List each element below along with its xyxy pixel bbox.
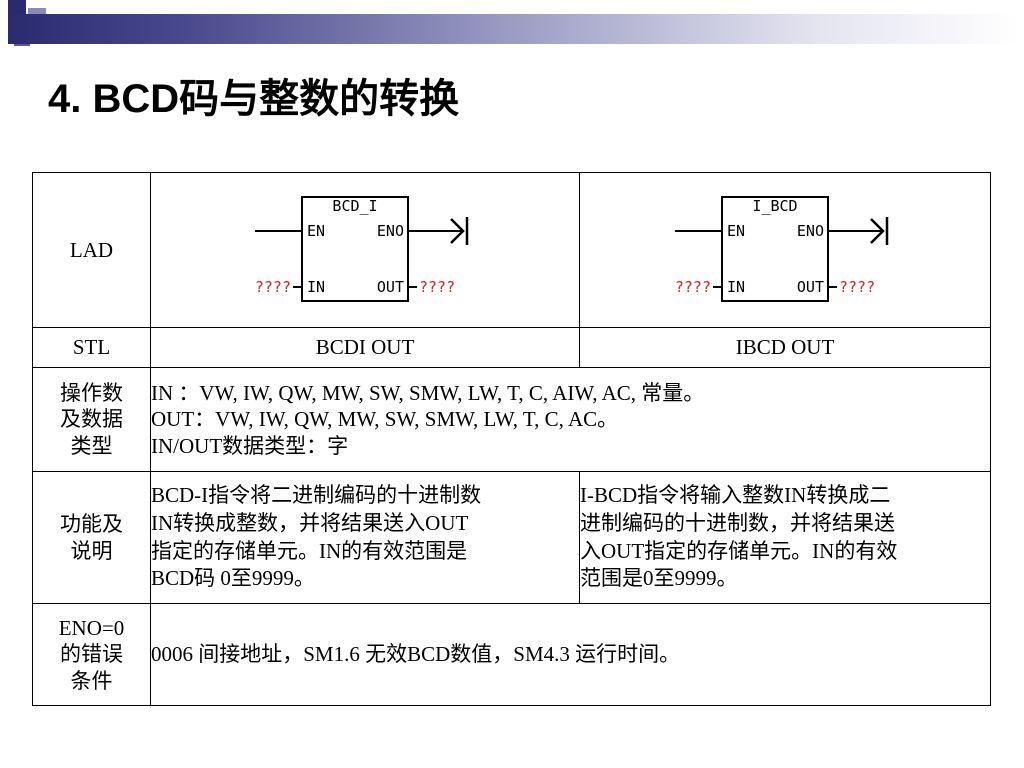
function-left-cell: BCD-I指令将二进制编码的十进制数 IN转换成整数，并将结果送入OUT 指定的…	[150, 471, 580, 604]
lad-out-placeholder: ????	[839, 278, 875, 296]
stl-right-cell: IBCD OUT	[579, 327, 991, 368]
lad-i-bcd-diagram: I_BCD EN ENO IN OUT ???? ????	[675, 195, 889, 302]
lad-bcd-i-cell: BCD_I EN ENO IN OUT ???? ????	[150, 172, 580, 328]
operands-in-line: IN ：VW, IW, QW, MW, SW, SMW, LW, T, C, A…	[151, 381, 705, 406]
function-right-cell: I-BCD指令将输入整数IN转换成二 进制编码的十进制数，并将结果送 入OUT指…	[579, 471, 991, 604]
operands-type-line: IN/OUT数据类型：字	[151, 433, 349, 458]
conversion-table: LAD BCD_I EN ENO IN OUT ???? ????	[32, 172, 991, 706]
row-label-line: 条件	[70, 668, 113, 693]
page-title: 4. BCD码与整数的转换	[48, 77, 460, 121]
lad-en-label: EN	[307, 222, 325, 240]
row-label-line: 的错误	[60, 642, 123, 667]
function-left-line: 指定的存储单元。IN的有效范围是	[151, 538, 468, 563]
row-function: 功能及 说明 BCD-I指令将二进制编码的十进制数 IN转换成整数，并将结果送入…	[32, 471, 991, 604]
lad-in-label: IN	[307, 278, 325, 296]
lad-out-label: OUT	[797, 278, 824, 296]
row-label-line: 及数据	[60, 407, 123, 432]
lad-in-placeholder: ????	[675, 278, 711, 296]
row-label-function: 功能及 说明	[32, 471, 151, 604]
operands-cell: IN ：VW, IW, QW, MW, SW, SMW, LW, T, C, A…	[150, 367, 991, 472]
row-label-operands: 操作数 及数据 类型	[32, 367, 151, 472]
lad-in-label: IN	[727, 278, 745, 296]
function-right-line: 范围是0至9999。	[580, 566, 738, 591]
eno-cell: 0006 间接地址，SM1.6 无效BCD数值，SM4.3 运行时间。	[150, 603, 991, 706]
lad-in-placeholder: ????	[255, 278, 291, 296]
function-left-line: IN转换成整数，并将结果送入OUT	[151, 510, 469, 535]
function-right-line: 入OUT指定的存储单元。IN的有效	[580, 538, 898, 563]
title-gradient-bar	[8, 14, 1018, 44]
operands-out-line: OUT：VW, IW, QW, MW, SW, SMW, LW, T, C, A…	[151, 407, 619, 432]
row-stl: STL BCDI OUT IBCD OUT	[32, 327, 991, 368]
row-operands: 操作数 及数据 类型 IN ：VW, IW, QW, MW, SW, SMW, …	[32, 367, 991, 472]
row-label-line: 操作数	[60, 381, 123, 406]
row-label-line: ENO=0	[58, 616, 125, 641]
row-lad: LAD BCD_I EN ENO IN OUT ???? ????	[32, 172, 991, 328]
function-right-line: 进制编码的十进制数，并将结果送	[580, 510, 895, 535]
row-eno: ENO=0 的错误 条件 0006 间接地址，SM1.6 无效BCD数值，SM4…	[32, 603, 991, 706]
corner-square-1	[8, 0, 26, 18]
lad-eno-label: ENO	[377, 222, 404, 240]
row-label-line: 类型	[70, 433, 113, 458]
lad-title: I_BCD	[752, 197, 797, 215]
lad-title: BCD_I	[332, 197, 377, 215]
row-label-line: 说明	[70, 538, 113, 563]
lad-out-placeholder: ????	[419, 278, 455, 296]
row-label-eno: ENO=0 的错误 条件	[32, 603, 151, 706]
row-label-line: 功能及	[60, 512, 123, 537]
function-left-line: BCD码 0至9999。	[151, 566, 315, 591]
row-label-stl: STL	[32, 327, 151, 368]
lad-i-bcd-cell: I_BCD EN ENO IN OUT ???? ????	[579, 172, 991, 328]
row-label-lad: LAD	[32, 172, 151, 328]
lad-out-label: OUT	[377, 278, 404, 296]
function-left-line: BCD-I指令将二进制编码的十进制数	[151, 482, 482, 507]
stl-left-cell: BCDI OUT	[150, 327, 580, 368]
lad-en-label: EN	[727, 222, 745, 240]
lad-bcd-i-diagram: BCD_I EN ENO IN OUT ???? ????	[255, 195, 469, 302]
lad-eno-label: ENO	[797, 222, 824, 240]
function-right-line: I-BCD指令将输入整数IN转换成二	[580, 482, 891, 507]
